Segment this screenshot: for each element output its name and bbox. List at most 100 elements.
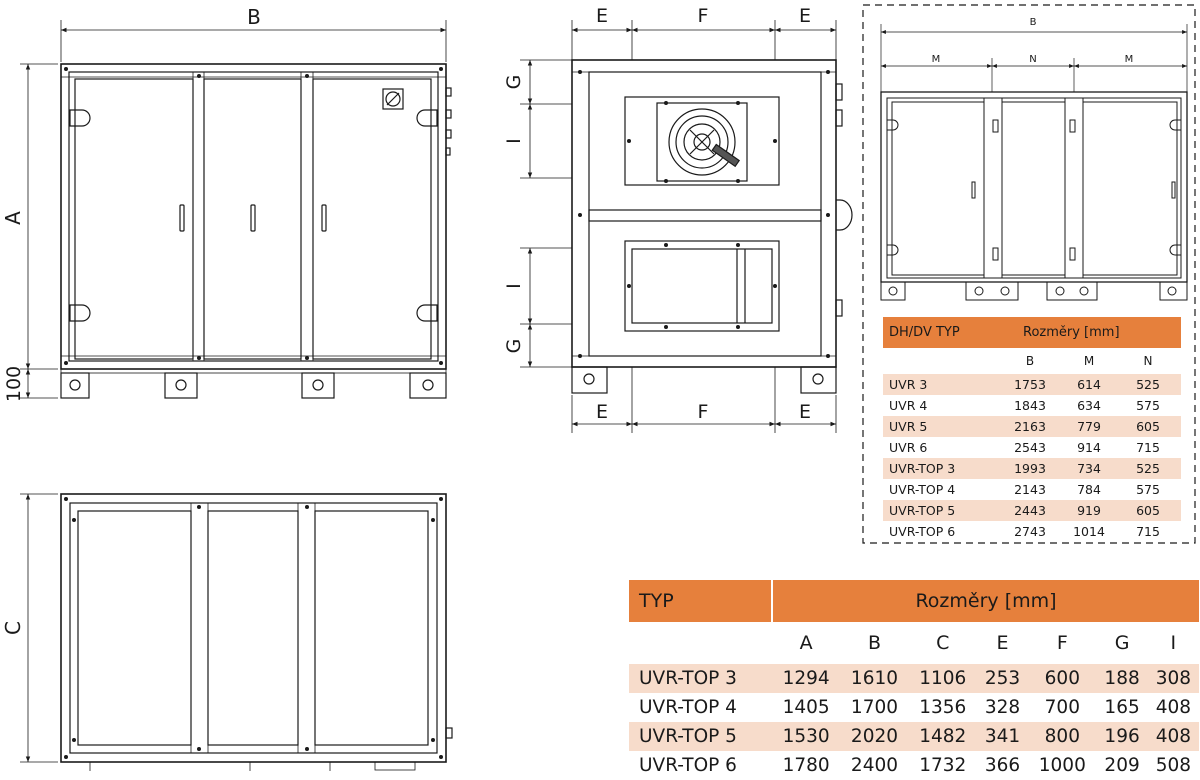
row-type: UVR 3 xyxy=(883,374,997,395)
cell-b: 1843 xyxy=(1014,398,1046,413)
cell-c: 1106 xyxy=(908,664,977,693)
row-type: UVR-TOP 4 xyxy=(889,482,956,497)
table-columns-row: A B C E F G I xyxy=(629,622,1199,664)
dim-label-f-bottom: F xyxy=(698,401,709,423)
column-header: E xyxy=(996,632,1009,654)
column-header: B xyxy=(1025,354,1035,368)
cell-n: 715 xyxy=(1136,524,1160,539)
top-view-bolts xyxy=(64,497,443,759)
cell-f: 1000 xyxy=(1038,755,1086,776)
cell-m: 919 xyxy=(1063,500,1115,521)
dim-label-c: C xyxy=(1,621,25,635)
column-header: B xyxy=(867,632,881,654)
row-type: UVR 5 xyxy=(883,416,997,437)
dim-label-g-upper: G xyxy=(503,75,525,90)
cell-m: 634 xyxy=(1077,398,1101,413)
inset-dim-label-b: B xyxy=(1030,17,1037,28)
column-header: A xyxy=(799,632,813,654)
cell-b: 2143 xyxy=(1014,482,1046,497)
header-dims-cell: Rozměry [mm] xyxy=(771,580,1199,622)
row-type: UVR-TOP 3 xyxy=(883,458,997,479)
header-type-cell: DH/DV TYP xyxy=(883,317,997,348)
cell-b: 1700 xyxy=(850,697,899,718)
cell-e: 341 xyxy=(976,722,1029,751)
table-row: UVR 6 2543 914 715 xyxy=(883,437,1181,458)
column-header: I xyxy=(1170,632,1177,654)
cell-n: 525 xyxy=(1115,374,1181,395)
row-type: UVR-TOP 5 xyxy=(883,500,997,521)
cell-f: 800 xyxy=(1028,722,1097,751)
table-row: UVR 4 1843 634 575 xyxy=(883,395,1181,416)
uvr-top-dimensions-table: TYP Rozměry [mm] A B C E F G I UVR-TOP 3… xyxy=(629,580,1199,780)
table-row: UVR-TOP 3 1294 1610 1106 253 600 188 308 xyxy=(629,664,1199,693)
row-type: UVR-TOP 4 xyxy=(639,697,737,718)
cell-b: 1610 xyxy=(840,664,909,693)
cell-e: 253 xyxy=(976,664,1029,693)
row-type: UVR-TOP 6 xyxy=(639,755,737,776)
header-type-cell: TYP xyxy=(629,580,772,622)
cell-i: 508 xyxy=(1155,755,1191,776)
cell-b: 1753 xyxy=(997,374,1063,395)
cell-b: 2743 xyxy=(1014,524,1046,539)
cell-m: 914 xyxy=(1077,440,1101,455)
column-header: G xyxy=(1114,632,1130,654)
cell-n: 605 xyxy=(1115,500,1181,521)
cell-n: 525 xyxy=(1115,458,1181,479)
cell-b: 2443 xyxy=(997,500,1063,521)
dim-label-e-top-right: E xyxy=(799,5,811,27)
cell-e: 328 xyxy=(984,697,1021,718)
column-header: M xyxy=(1083,354,1095,368)
front-view-bolts xyxy=(64,67,443,365)
table-row: UVR-TOP 6 1780 2400 1732 366 1000 209 50… xyxy=(629,751,1199,780)
dim-label-e-top-left: E xyxy=(596,5,608,27)
dim-label-e-bottom-right: E xyxy=(799,401,811,423)
table-row: UVR-TOP 4 2143 784 575 xyxy=(883,479,1181,500)
dim-label-i-lower: I xyxy=(503,283,525,289)
cell-b: 2543 xyxy=(1014,440,1046,455)
table-columns-row: B M N xyxy=(883,348,1181,374)
row-type: UVR-TOP 6 xyxy=(889,524,956,539)
inset-view xyxy=(862,4,1196,544)
cell-g: 188 xyxy=(1096,664,1148,693)
cell-m: 779 xyxy=(1063,416,1115,437)
row-type: UVR 4 xyxy=(889,398,928,413)
cell-n: 575 xyxy=(1136,398,1160,413)
side-view-bolts xyxy=(578,70,830,358)
row-type: UVR 6 xyxy=(889,440,928,455)
inset-dim-label-m-left: M xyxy=(932,54,941,65)
dim-label-a: A xyxy=(1,211,25,225)
dim-label-g-lower: G xyxy=(503,339,525,354)
header-dims-cell: Rozměry [mm] xyxy=(997,317,1181,348)
cell-b: 2400 xyxy=(850,755,899,776)
cell-a: 1405 xyxy=(782,697,830,718)
cell-b: 2020 xyxy=(840,722,909,751)
dim-label-i-upper: I xyxy=(503,138,525,144)
inset-dim-label-m-right: M xyxy=(1125,54,1134,65)
inset-dim-label-n: N xyxy=(1029,54,1036,65)
cell-e: 366 xyxy=(984,755,1021,776)
table-row: UVR-TOP 4 1405 1700 1356 328 700 165 408 xyxy=(629,693,1199,722)
cell-m: 784 xyxy=(1077,482,1101,497)
top-view xyxy=(20,493,453,771)
cell-g: 196 xyxy=(1096,722,1148,751)
cell-n: 575 xyxy=(1136,482,1160,497)
dim-label-f-top: F xyxy=(698,5,709,27)
side-view xyxy=(520,20,853,433)
front-view xyxy=(20,20,452,399)
cell-g: 209 xyxy=(1104,755,1140,776)
cell-b: 2163 xyxy=(997,416,1063,437)
cell-f: 600 xyxy=(1028,664,1097,693)
dim-label-b: B xyxy=(247,5,261,29)
dim-label-e-bottom-left: E xyxy=(596,401,608,423)
row-type: UVR-TOP 5 xyxy=(629,722,772,751)
dim-label-base-100: 100 xyxy=(3,366,25,402)
cell-n: 715 xyxy=(1136,440,1160,455)
cell-i: 408 xyxy=(1155,697,1191,718)
